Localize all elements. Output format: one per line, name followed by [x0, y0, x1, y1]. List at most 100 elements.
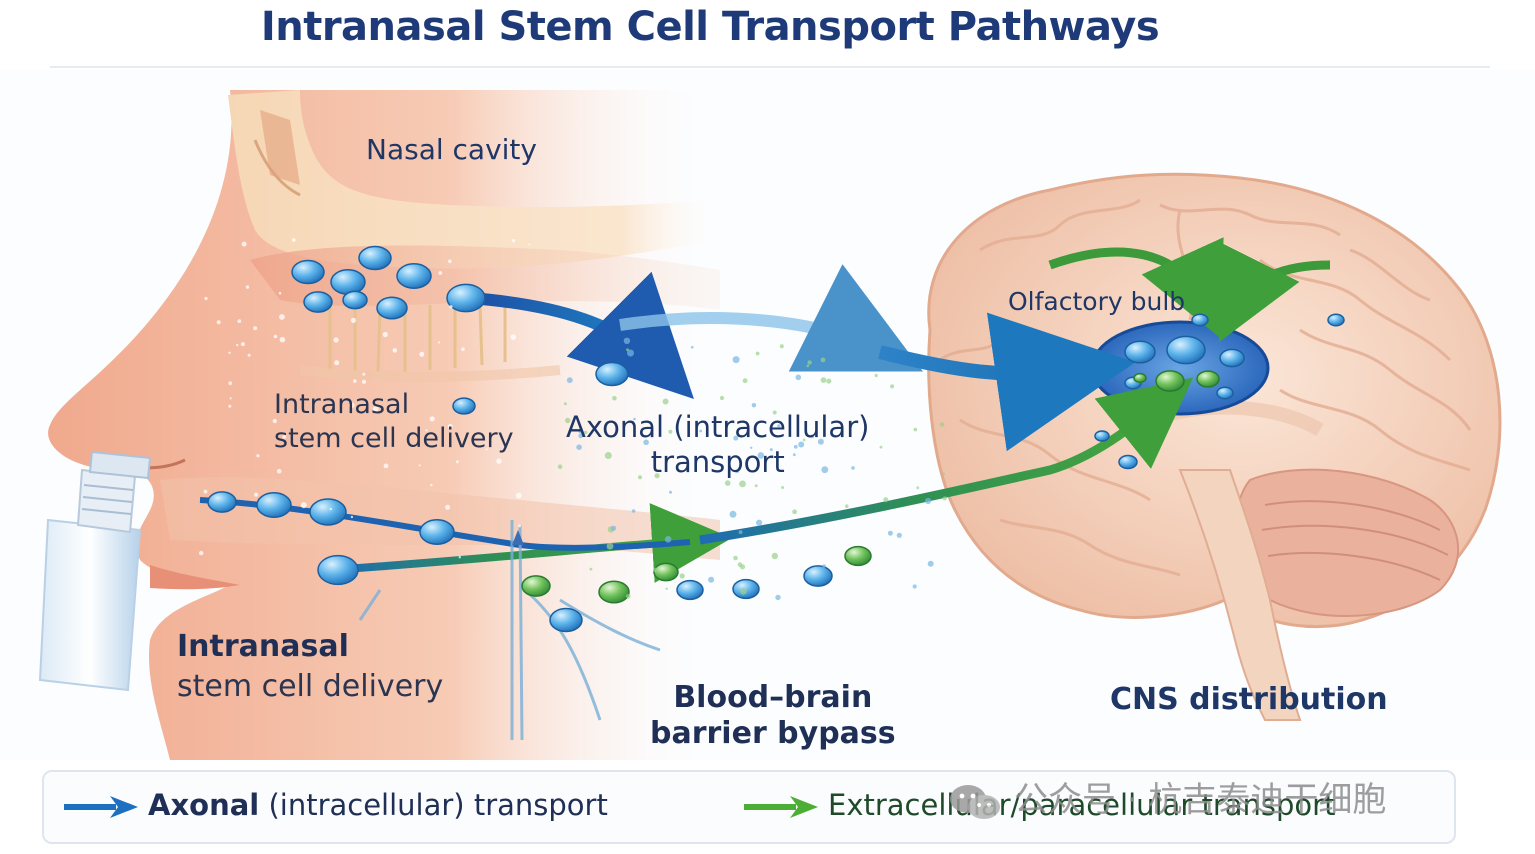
stem-cell-green: [1196, 370, 1220, 388]
tissue-speck: [458, 556, 461, 559]
particle-dot: [733, 435, 739, 441]
particle-dot: [775, 594, 781, 601]
particle-dot: [851, 466, 855, 470]
particle-dot: [733, 555, 738, 561]
particle-dot: [612, 395, 617, 401]
watermark-text: 公众号 · 杭吉泰迪干细胞: [1014, 780, 1387, 820]
tissue-speck: [279, 314, 285, 320]
particle-dot: [740, 588, 747, 595]
stem-cell-green: [598, 580, 630, 604]
particle-dot: [633, 417, 636, 421]
lower-nasal-passage: [160, 477, 720, 560]
particle-dot: [611, 525, 617, 531]
tissue-speck: [392, 348, 398, 353]
tissue-speck: [278, 291, 282, 295]
particle-dot: [756, 519, 763, 526]
tissue-speck: [291, 238, 296, 242]
particle-dot: [916, 486, 920, 490]
particle-dot: [925, 497, 932, 505]
tissue-speck: [518, 524, 521, 528]
tissue-speck: [449, 305, 453, 309]
stem-cell-blue: [207, 491, 237, 513]
tissue-speck: [510, 334, 517, 340]
label-delivery-upper-line2: stem cell delivery: [274, 423, 514, 454]
particle-dot: [879, 445, 883, 449]
legend-axonal-rest: (intracellular) transport: [259, 788, 608, 822]
green-arrow-top-right: [1218, 241, 1331, 343]
tissue-speck: [350, 515, 354, 519]
title-divider: [50, 66, 1490, 68]
tissue-speck: [333, 337, 339, 343]
tissue-speck: [254, 492, 259, 497]
stem-cell-green: [521, 575, 551, 597]
tissue-speck: [334, 360, 340, 366]
tissue-speck: [448, 259, 452, 264]
particle-dot: [772, 410, 777, 415]
vessels: [358, 520, 661, 741]
tissue-speck: [228, 381, 232, 386]
tissue-speck: [237, 319, 242, 323]
label-bbb-bypass: Blood–brain barrier bypass: [650, 680, 896, 752]
particle-dot: [563, 402, 567, 406]
particle-dot: [623, 337, 631, 344]
particle-dot: [755, 351, 760, 356]
particle-dot: [942, 472, 946, 476]
axonal-arrow-2: [619, 264, 923, 372]
particle-dot: [669, 490, 672, 494]
particle-dot: [821, 466, 829, 474]
particle-dot: [626, 348, 629, 352]
stem-cell-blue: [732, 578, 760, 600]
label-delivery-lower-line2: stem cell delivery: [177, 669, 444, 704]
particle-dot: [638, 475, 642, 480]
tissue-speck: [372, 406, 379, 412]
label-delivery-lower-line1: Intranasal: [177, 629, 349, 664]
tissue-speck: [485, 448, 488, 451]
particle-dot: [690, 345, 694, 349]
label-delivery-upper-line1: Intranasal: [274, 389, 410, 420]
tissue-speck: [419, 351, 425, 357]
tissue-speck: [350, 317, 356, 323]
tissue-speck: [329, 507, 332, 511]
page-title: Intranasal Stem Cell Transport Pathways: [260, 4, 1160, 50]
particle-dot: [822, 564, 826, 568]
tissue-speck: [361, 379, 367, 384]
label-bbb-line2: barrier bypass: [650, 716, 896, 751]
particle-dot: [807, 360, 812, 365]
particle-dot: [719, 395, 725, 401]
particle-dot: [779, 344, 784, 349]
particle-dot: [820, 377, 827, 383]
tissue-speck: [353, 379, 357, 383]
stem-cell-green: [1155, 370, 1185, 392]
tissue-speck: [430, 483, 433, 487]
axonal-arrow-3: [878, 312, 1136, 452]
legend-axonal-bold: Axonal: [148, 788, 260, 822]
tissue-speck: [418, 464, 421, 467]
stem-cell-blue: [309, 498, 347, 526]
stem-cell-blue: [358, 245, 392, 271]
stem-cell-blue: [376, 296, 408, 320]
particle-dot: [751, 403, 757, 408]
tissue-speck: [300, 502, 307, 509]
particle-dot: [604, 452, 612, 459]
stem-cell-blue: [317, 554, 359, 586]
particle-dot: [665, 587, 668, 590]
particle-dot: [583, 430, 588, 435]
tissue-speck: [228, 404, 232, 408]
particle-dot: [757, 452, 765, 459]
particle-dot: [578, 433, 583, 439]
brain-icon: [927, 172, 1502, 721]
particle-dot: [913, 427, 918, 432]
extracellular-arrow-long: [699, 377, 1194, 545]
tissue-speck: [511, 239, 516, 243]
tissue-speck: [216, 320, 221, 325]
particle-dot: [589, 567, 593, 571]
tissue-speck: [438, 271, 443, 275]
particle-dot: [643, 439, 649, 446]
label-nasal-cavity: Nasal cavity: [366, 133, 537, 166]
particle-dot: [735, 470, 739, 474]
nasal-bone: [228, 90, 720, 269]
stem-cell-blue: [1191, 313, 1209, 327]
stem-cell-blue: [446, 283, 486, 313]
particle-dot: [798, 441, 805, 448]
particle-dot: [890, 384, 895, 389]
